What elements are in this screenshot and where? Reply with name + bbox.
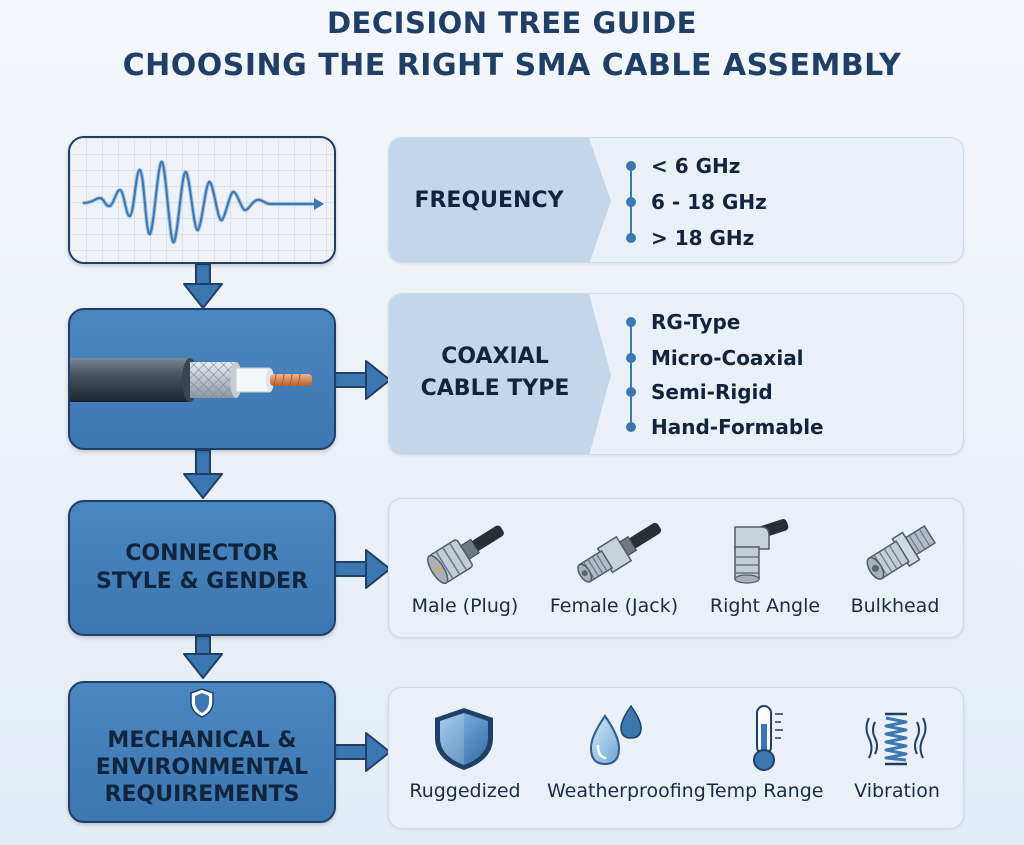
coaxial-cable-icon xyxy=(70,358,312,402)
cable-type-label-line-1: COAXIAL xyxy=(441,344,549,369)
frequency-chevron xyxy=(389,138,611,262)
mechanical-option-label: Temp Range xyxy=(706,780,824,802)
shield-icon xyxy=(190,688,214,718)
mechanical-environmental-box: MECHANICAL & ENVIRONMENTAL REQUIREMENTS xyxy=(68,681,336,823)
vibration-spring-icon xyxy=(865,712,927,766)
mechanical-option-label: Weatherproofing xyxy=(547,780,706,802)
female-jack-connector-icon xyxy=(577,522,662,583)
frequency-label: FREQUENCY xyxy=(414,188,564,213)
down-connector-3 xyxy=(183,635,223,679)
mechanical-label-line-2: ENVIRONMENTAL xyxy=(95,755,309,780)
waveform-icon xyxy=(70,138,334,262)
cable-type-option: Semi-Rigid xyxy=(651,380,773,404)
cable-type-option: Hand-Formable xyxy=(651,415,824,439)
mechanical-label-line-1: MECHANICAL & xyxy=(107,728,297,753)
connector-option-label: Right Angle xyxy=(709,595,821,617)
cable-type-branch-lines xyxy=(626,317,636,432)
right-angle-connector-icon xyxy=(734,519,789,584)
cable-type-label-line-2: CABLE TYPE xyxy=(420,376,570,401)
shield-icon xyxy=(435,708,493,770)
mechanical-environmental-panel: Ruggedized Weatherproofing Temp Range Vi… xyxy=(388,687,964,829)
frequency-option: < 6 GHz xyxy=(651,154,741,178)
connector-style-box: CONNECTOR STYLE & GENDER xyxy=(68,500,336,636)
right-connector-4 xyxy=(333,732,391,772)
frequency-option: > 18 GHz xyxy=(651,226,755,250)
thermometer-icon xyxy=(753,705,783,771)
frequency-branch-lines xyxy=(626,161,636,243)
connector-option-label: Male (Plug) xyxy=(411,595,519,617)
cable-type-panel: COAXIAL CABLE TYPE RG-Type Micro-Coaxial… xyxy=(388,293,964,455)
mechanical-option-label: Ruggedized xyxy=(409,780,521,802)
cable-type-option: RG-Type xyxy=(651,310,741,334)
water-drops-icon xyxy=(589,704,642,766)
male-plug-connector-icon xyxy=(427,525,504,585)
frequency-waveform-box xyxy=(68,136,336,264)
connector-style-label-line-1: CONNECTOR xyxy=(125,541,279,566)
right-connector-2 xyxy=(333,360,391,400)
down-connector-1 xyxy=(183,263,223,309)
right-connector-3 xyxy=(333,549,391,589)
cable-type-option: Micro-Coaxial xyxy=(651,346,804,370)
connector-option-label: Bulkhead xyxy=(850,595,940,617)
mechanical-label-line-3: REQUIREMENTS xyxy=(104,782,300,807)
connector-style-panel: Male (Plug) Female (Jack) Right Angle Bu… xyxy=(388,498,964,638)
connector-option-label: Female (Jack) xyxy=(549,595,679,617)
down-connector-2 xyxy=(183,449,223,499)
connector-style-label-line-2: STYLE & GENDER xyxy=(95,569,309,594)
title-line-1: DECISION TREE GUIDE xyxy=(326,6,697,40)
frequency-panel: FREQUENCY < 6 GHz 6 - 18 GHz > 18 GHz xyxy=(388,137,964,263)
title-line-2: CHOOSING THE RIGHT SMA CABLE ASSEMBLY xyxy=(122,48,902,83)
coaxial-cable-box xyxy=(68,308,336,450)
mechanical-option-label: Vibration xyxy=(854,780,940,802)
frequency-option: 6 - 18 GHz xyxy=(651,190,767,214)
bulkhead-connector-icon xyxy=(866,524,937,580)
cable-type-chevron xyxy=(389,294,611,454)
